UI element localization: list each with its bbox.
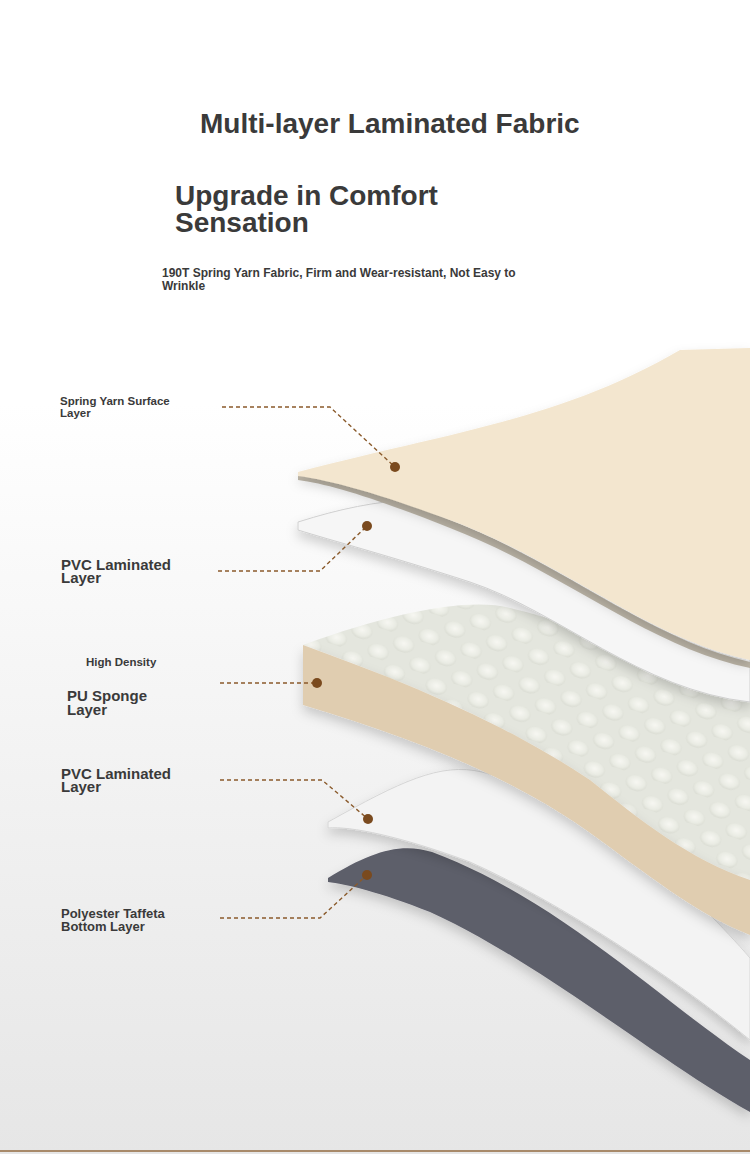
subtitle-heading: Upgrade in Comfort Sensation (175, 182, 505, 236)
surface-layer (298, 348, 750, 660)
layer-label: High Density (86, 656, 196, 669)
bottom-rule (0, 1150, 750, 1152)
layer-label: PU Sponge Layer (67, 689, 172, 717)
leader-dots (312, 462, 400, 880)
description-note: 190T Spring Yarn Fabric, Firm and Wear-r… (162, 267, 522, 293)
leader-lines (218, 407, 395, 918)
layer-label: Spring Yarn Surface Layer (60, 395, 200, 419)
layer-label: PVC Laminated Layer (61, 558, 206, 584)
layer-label: Polyester Taffeta Bottom Layer (61, 907, 206, 933)
layer-label: PVC Laminated Layer (61, 767, 206, 793)
page-title: Multi-layer Laminated Fabric (200, 110, 580, 137)
sponge-face (303, 645, 750, 935)
